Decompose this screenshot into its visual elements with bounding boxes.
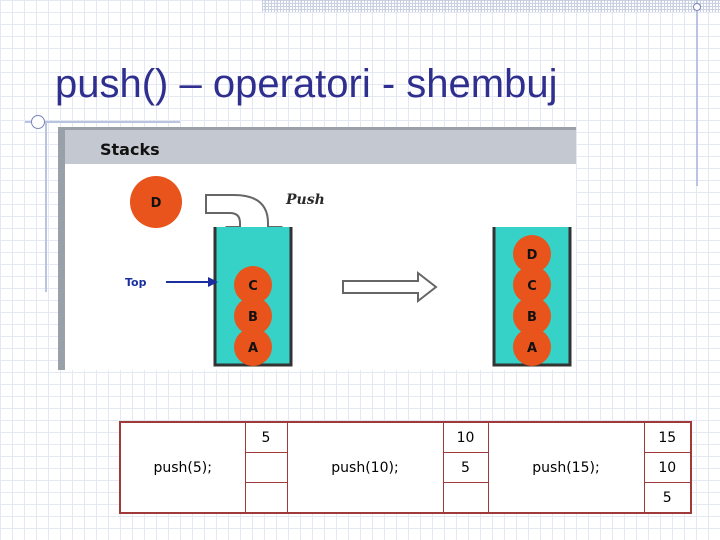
heading-bar [65, 130, 576, 164]
stack-before-node-c [234, 266, 272, 304]
node-new-element-label: D [151, 196, 162, 211]
stack-before-node-a [234, 328, 272, 366]
stack-cell [244, 452, 288, 483]
top-pointer-arrowhead-icon [208, 277, 218, 287]
operation-cell: push(10); [286, 452, 444, 483]
stack-cell: 15 [643, 421, 692, 453]
stack-before-node-a-label: A [248, 341, 258, 356]
illustration-background [58, 127, 576, 370]
stack-after-node-d [513, 235, 551, 273]
stack-push-illustration: Stacks D Push C B A Top D C B A [58, 127, 576, 370]
push-operations-table: 5 10 15 push(5); push(10); 5 push(15); 1… [119, 421, 692, 514]
illustration-top-border [65, 127, 576, 130]
stacks-heading: Stacks [100, 140, 160, 159]
stack-after-node-c-label: C [527, 279, 537, 294]
table-cell [119, 482, 246, 513]
stack-cell: 5 [442, 452, 489, 483]
table-row: push(5); push(10); 5 push(15); 10 [119, 452, 692, 483]
operation-cell: push(5); [119, 452, 246, 483]
stack-before-node-b [234, 297, 272, 335]
slide-title: push() – operatori - shembuj [55, 62, 558, 106]
stack-cell: 10 [442, 421, 489, 453]
stack-cell: 5 [244, 421, 288, 453]
illustration-left-border [58, 127, 65, 370]
stack-before-node-c-label: C [248, 279, 258, 294]
table-row: 5 [119, 482, 692, 514]
decorative-dotted-band [262, 0, 720, 12]
decorative-circle [31, 115, 45, 129]
stack-cell [442, 482, 489, 514]
table-row: 5 10 15 [119, 421, 692, 453]
top-label: Top [125, 276, 147, 289]
push-label: Push [285, 192, 325, 208]
decorative-line-left [45, 122, 47, 292]
stack-cell: 10 [643, 452, 692, 483]
table-cell [286, 422, 444, 453]
decorative-circle-top [693, 3, 701, 11]
decorative-line-underline [25, 121, 180, 123]
stack-after-node-d-label: D [527, 248, 538, 263]
stack-after-node-c [513, 266, 551, 304]
stack-after-node-a-label: A [527, 341, 537, 356]
stack-cell [244, 482, 288, 514]
table-cell [286, 482, 444, 513]
node-new-element [130, 176, 182, 228]
stack-after-node-b [513, 297, 551, 335]
table-cell [119, 422, 246, 453]
transition-arrow-icon [342, 270, 438, 304]
stack-cell: 5 [643, 482, 692, 514]
operation-cell: push(15); [487, 452, 645, 483]
stack-after-node-a [513, 328, 551, 366]
stack-before-node-b-label: B [248, 310, 258, 325]
decorative-line-right [696, 0, 698, 186]
table-cell [487, 422, 645, 453]
table-cell [487, 482, 645, 513]
stack-after-node-b-label: B [527, 310, 537, 325]
